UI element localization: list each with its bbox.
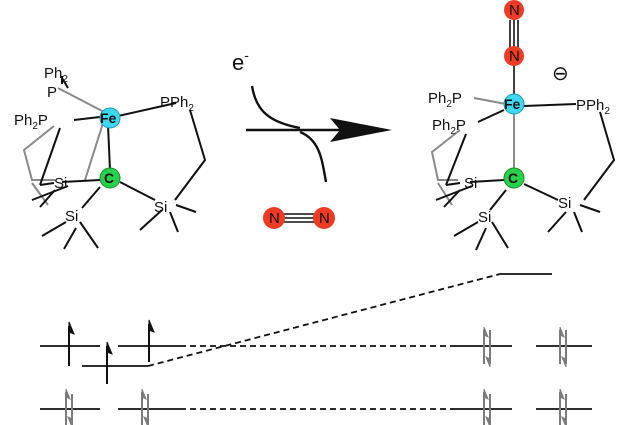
pair-right-2 [559, 326, 567, 368]
right-complex: N N ⊖ Ph2 [428, 0, 616, 251]
right-n-mid-label: N [509, 48, 520, 65]
right-c-label: C [508, 170, 518, 186]
right-pph2-label: PPh2 [576, 97, 610, 117]
left-complex: Ph2 P Ph2P PPh2 Fe C Si Si Si [14, 65, 207, 250]
n2-right-label: N [319, 210, 330, 227]
left-fe-label: Fe [100, 110, 117, 126]
left-si-bottom-label: Si [65, 208, 78, 225]
left-front-bonds [31, 76, 207, 250]
left-ph2p-label: Ph2P [14, 112, 48, 132]
pair-right-1 [483, 326, 491, 368]
right-n-top-atom [504, 0, 524, 20]
right-c-atom [503, 167, 525, 189]
n2-left-label: N [269, 210, 280, 227]
pair-right-4 [559, 388, 567, 425]
right-ph2p-top-label: Ph2P [428, 90, 462, 110]
left-c-label: C [104, 170, 114, 186]
pair-left-bottom-2 [141, 388, 149, 425]
electron-label: e- [232, 47, 249, 75]
left-ph2-top-label: Ph2 [44, 65, 68, 85]
left-pph2-label: PPh2 [160, 94, 194, 114]
right-n-mid-atom [504, 46, 524, 66]
left-fe-atom [99, 107, 121, 129]
n2-left-atom [263, 207, 285, 229]
right-front-bonds [435, 103, 616, 251]
right-si-left-label: Si [464, 175, 477, 192]
mo-correlation-lines [147, 273, 501, 410]
n2-right-atom [313, 207, 335, 229]
right-charge-label: ⊖ [552, 63, 569, 85]
mo-single-electrons [68, 319, 155, 384]
pair-right-3 [483, 388, 491, 425]
right-si-right-label: Si [558, 195, 571, 212]
left-p-top-label: P [47, 84, 57, 101]
reaction-arrow: e- [232, 47, 392, 183]
right-fe-atom [503, 93, 525, 115]
right-si-bottom-label: Si [478, 209, 491, 226]
left-si-right-label: Si [154, 199, 167, 216]
right-ph2p-left-label: Ph2P [432, 117, 466, 137]
right-n-top-label: N [509, 2, 520, 19]
mo-paired-electrons [65, 326, 567, 425]
left-si-left-label: Si [54, 175, 67, 192]
left-c-atom [99, 167, 121, 189]
mo-diagram [40, 273, 592, 425]
pair-left-bottom-1 [65, 388, 73, 425]
right-fe-label: Fe [504, 96, 521, 112]
right-n2-ligand: N N [504, 0, 524, 100]
dinitrogen: N N [263, 207, 335, 229]
